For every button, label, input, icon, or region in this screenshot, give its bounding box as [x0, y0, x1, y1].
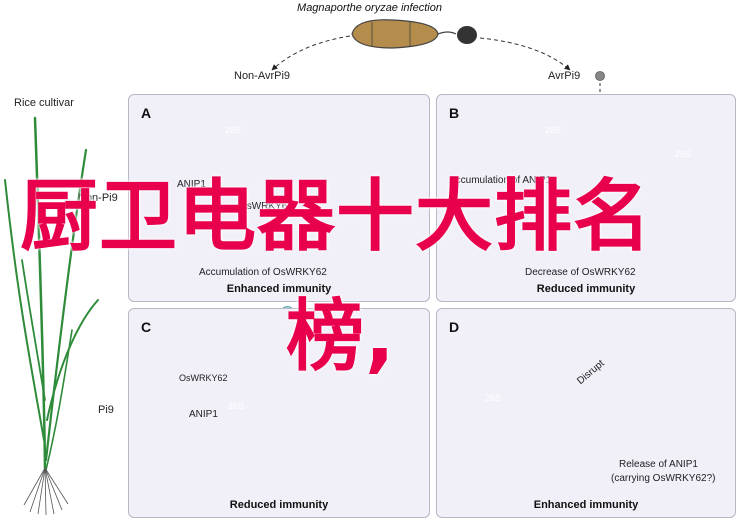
accumulation-anip1-label: Accumulation of ANIP1: [449, 175, 552, 186]
anip1-label: ANIP1: [177, 179, 206, 190]
non-avr-branch-arrow: [271, 35, 351, 71]
panel-b: B 26S Accumulation of ANIP1 26S Decrease…: [436, 94, 736, 302]
proteasome-26s-label: 26S: [225, 125, 242, 135]
decrease-label: Decrease of OsWRKY62: [525, 267, 636, 278]
carrying-label: (carrying OsWRKY62?): [611, 473, 716, 484]
rice-plant-icon: [4, 116, 99, 471]
panel-c-letter: C: [141, 319, 152, 335]
panel-d-letter: D: [449, 319, 460, 335]
proteasome-26s-label-2: 26S: [675, 149, 692, 159]
accumulation-label: Accumulation of OsWRKY62: [199, 267, 327, 278]
oswrky62-label: OsWRKY62: [239, 201, 293, 212]
disrupt-label: Disrupt: [575, 358, 607, 387]
rice-roots-icon: [23, 467, 69, 516]
proteasome-26s-label: 26S: [228, 401, 245, 411]
proteasome-26s-label: 26S: [485, 393, 502, 403]
oswrky62-label: OsWRKY62: [179, 373, 228, 383]
overlay-heading-line2: 榜,: [286, 292, 396, 382]
avr-label: AvrPi9: [548, 70, 581, 82]
fungus-spore-icon: [351, 19, 477, 49]
panel-c: C OsWRKY62 ANIP1 26S Reduced immunity: [128, 308, 430, 518]
infection-title: Magnaporthe oryzae infection: [297, 2, 442, 14]
panel-a-caption: Enhanced immunity: [226, 283, 332, 295]
avrpi9-effector-icon: [595, 71, 605, 81]
panel-c-caption: Reduced immunity: [229, 499, 329, 511]
panel-b-letter: B: [449, 105, 460, 121]
non-avr-label: Non-AvrPi9: [234, 70, 291, 82]
panel-d-caption: Enhanced immunity: [533, 499, 639, 511]
panel-a-letter: A: [141, 105, 152, 121]
non-pi9-label: Non-Pi9: [78, 192, 118, 204]
panel-d: D 26S Disrupt Release of ANIP1 (carrying…: [436, 308, 736, 518]
pi9-label: Pi9: [98, 404, 114, 416]
panel-a: A 26S ANIP1 OsWRKY62 Accumulation of OsW…: [128, 94, 430, 302]
avr-branch-arrow: [479, 37, 571, 71]
rice-cultivar-label: Rice cultivar: [14, 97, 74, 109]
release-anip1-label: Release of ANIP1: [619, 459, 698, 470]
panel-b-caption: Reduced immunity: [536, 283, 636, 295]
overlay-heading-line1: 厨卫电器十大排名: [20, 172, 653, 262]
anip1-label: ANIP1: [189, 409, 218, 420]
proteasome-26s-label: 26S: [545, 125, 562, 135]
